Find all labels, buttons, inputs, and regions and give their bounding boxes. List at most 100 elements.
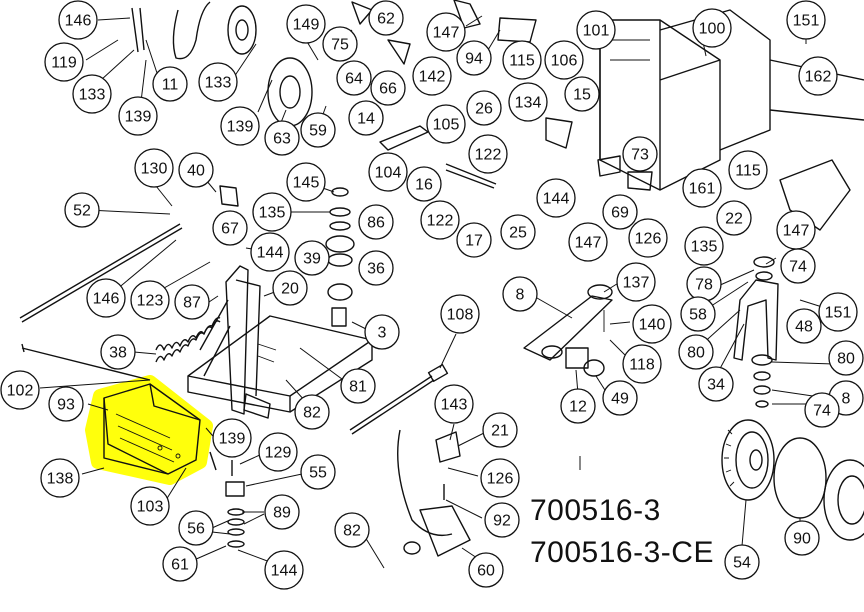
callout-103[interactable]: 103	[130, 486, 170, 526]
callout-60[interactable]: 60	[468, 552, 504, 588]
callout-115[interactable]: 115	[728, 150, 768, 190]
callout-25[interactable]: 25	[500, 214, 536, 250]
callout-80[interactable]: 80	[828, 340, 864, 376]
callout-143[interactable]: 143	[434, 384, 474, 424]
callout-78[interactable]: 78	[686, 266, 722, 302]
callout-81[interactable]: 81	[340, 368, 376, 404]
callout-139[interactable]: 139	[118, 96, 158, 136]
callout-36[interactable]: 36	[358, 250, 394, 286]
callout-49[interactable]: 49	[602, 380, 638, 416]
callout-17[interactable]: 17	[456, 222, 492, 258]
callout-144[interactable]: 144	[250, 232, 290, 272]
callout-137[interactable]: 137	[616, 262, 656, 302]
highlighted-part-93[interactable]	[85, 375, 213, 485]
callout-64[interactable]: 64	[336, 60, 372, 96]
callout-122[interactable]: 122	[420, 200, 460, 240]
callout-135[interactable]: 135	[252, 192, 292, 232]
callout-123[interactable]: 123	[130, 280, 170, 320]
callout-40[interactable]: 40	[178, 152, 214, 188]
callout-101[interactable]: 101	[576, 10, 616, 50]
callout-34[interactable]: 34	[698, 366, 734, 402]
callout-122[interactable]: 122	[468, 134, 508, 174]
callout-140[interactable]: 140	[632, 304, 672, 344]
callout-126[interactable]: 126	[628, 218, 668, 258]
callout-139[interactable]: 139	[220, 106, 260, 146]
callout-108[interactable]: 108	[440, 294, 480, 334]
callout-58[interactable]: 58	[680, 296, 716, 332]
callout-135[interactable]: 135	[684, 226, 724, 266]
callout-90[interactable]: 90	[784, 520, 820, 556]
callout-26[interactable]: 26	[466, 90, 502, 126]
callout-86[interactable]: 86	[358, 204, 394, 240]
callout-16[interactable]: 16	[406, 166, 442, 202]
callout-105[interactable]: 105	[426, 104, 466, 144]
callout-93[interactable]: 93	[48, 386, 84, 422]
callout-146[interactable]: 146	[86, 278, 126, 318]
callout-147[interactable]: 147	[776, 210, 816, 250]
callout-130[interactable]: 130	[134, 148, 174, 188]
callout-80[interactable]: 80	[678, 334, 714, 370]
callout-151[interactable]: 151	[818, 292, 858, 332]
callout-label: 135	[691, 239, 718, 256]
callout-94[interactable]: 94	[456, 40, 492, 76]
callout-52[interactable]: 52	[64, 192, 100, 228]
callout-147[interactable]: 147	[568, 222, 608, 262]
callout-54[interactable]: 54	[724, 544, 760, 580]
callout-8[interactable]: 8	[502, 276, 538, 312]
callout-126[interactable]: 126	[480, 458, 520, 498]
callout-139[interactable]: 139	[212, 418, 252, 458]
callout-12[interactable]: 12	[560, 388, 596, 424]
callout-89[interactable]: 89	[264, 494, 300, 530]
callout-74[interactable]: 74	[804, 392, 840, 428]
callout-63[interactable]: 63	[264, 120, 300, 156]
callout-151[interactable]: 151	[786, 0, 826, 40]
callout-134[interactable]: 134	[508, 82, 548, 122]
callout-75[interactable]: 75	[322, 26, 358, 62]
callout-119[interactable]: 119	[44, 42, 84, 82]
callout-149[interactable]: 149	[286, 4, 326, 44]
callout-115[interactable]: 115	[502, 40, 542, 80]
callout-59[interactable]: 59	[300, 112, 336, 148]
callout-48[interactable]: 48	[786, 308, 822, 344]
callout-144[interactable]: 144	[536, 178, 576, 218]
callout-142[interactable]: 142	[412, 56, 452, 96]
callout-82[interactable]: 82	[334, 512, 370, 548]
callout-162[interactable]: 162	[798, 56, 838, 96]
callout-66[interactable]: 66	[370, 70, 406, 106]
callout-74[interactable]: 74	[780, 248, 816, 284]
callout-133[interactable]: 133	[72, 74, 112, 114]
callout-73[interactable]: 73	[622, 136, 658, 172]
callout-106[interactable]: 106	[544, 40, 584, 80]
callout-133[interactable]: 133	[198, 62, 238, 102]
callout-15[interactable]: 15	[564, 76, 600, 112]
callout-161[interactable]: 161	[682, 168, 722, 208]
callout-20[interactable]: 20	[272, 270, 308, 306]
callout-39[interactable]: 39	[294, 240, 330, 276]
callout-circle	[252, 192, 292, 232]
callout-38[interactable]: 38	[100, 334, 136, 370]
callout-129[interactable]: 129	[258, 432, 298, 472]
callout-55[interactable]: 55	[300, 454, 336, 490]
callout-11[interactable]: 11	[152, 66, 188, 102]
callout-61[interactable]: 61	[162, 546, 198, 582]
callout-118[interactable]: 118	[622, 344, 662, 384]
callout-138[interactable]: 138	[40, 458, 80, 498]
callout-67[interactable]: 67	[212, 210, 248, 246]
callout-146[interactable]: 146	[58, 0, 98, 40]
callout-102[interactable]: 102	[0, 370, 40, 410]
callout-104[interactable]: 104	[368, 152, 408, 192]
callout-69[interactable]: 69	[602, 194, 638, 230]
callout-21[interactable]: 21	[482, 412, 518, 448]
callout-62[interactable]: 62	[368, 0, 404, 36]
callout-82[interactable]: 82	[294, 394, 330, 430]
callout-145[interactable]: 145	[286, 162, 326, 202]
callout-14[interactable]: 14	[348, 100, 384, 136]
callout-3[interactable]: 3	[364, 314, 400, 350]
callout-56[interactable]: 56	[178, 510, 214, 546]
callout-22[interactable]: 22	[716, 200, 752, 236]
callout-144[interactable]: 144	[264, 550, 304, 590]
callout-147[interactable]: 147	[426, 12, 466, 52]
callout-87[interactable]: 87	[174, 284, 210, 320]
callout-92[interactable]: 92	[484, 502, 520, 538]
callout-100[interactable]: 100	[692, 8, 732, 48]
